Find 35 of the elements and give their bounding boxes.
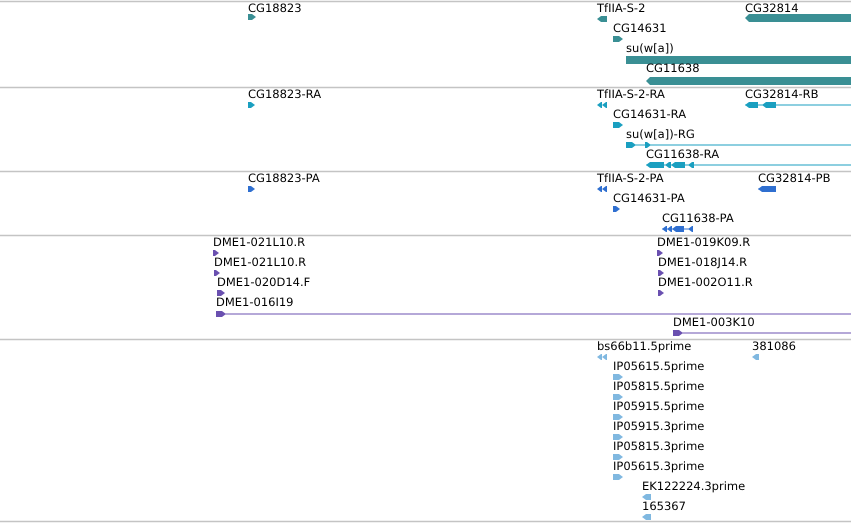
feature-label: IP05615.5prime	[613, 360, 704, 373]
feature-label: CG32814-RB	[745, 88, 819, 101]
feature-label: 381086	[752, 340, 796, 353]
feature-label: DME1-002O11.R	[658, 276, 753, 289]
feature-label: IP05915.3prime	[613, 420, 704, 433]
feature-label: DME1-019K09.R	[657, 236, 750, 249]
feature-label: CG14631-RA	[613, 108, 686, 121]
feature-label: CG18823-RA	[248, 88, 322, 101]
feature-label: CG18823-PA	[248, 172, 320, 185]
feature-label: 165367	[642, 500, 686, 513]
feature-label: TfIIA-S-2-PA	[597, 172, 664, 185]
feature-label: DME1-021L10.R	[214, 256, 306, 269]
feature-label: CG11638-RA	[646, 148, 720, 161]
feature-label: DME1-016I19	[216, 296, 294, 309]
feature-label: EK122224.3prime	[642, 480, 746, 493]
feature-label: CG14631	[613, 22, 667, 35]
feature-label: IP05815.3prime	[613, 440, 704, 453]
feature-label: DME1-021L10.R	[213, 236, 306, 249]
feature-label: IP05815.5prime	[613, 380, 704, 393]
feature-label: su(w[a])-RG	[626, 128, 695, 141]
feature-label: DME1-003K10	[673, 316, 755, 329]
feature-label: TfIIA-S-2-RA	[597, 88, 665, 101]
feature-label: CG11638	[646, 62, 700, 75]
feature-label: DME1-018J14.R	[658, 256, 748, 269]
feature-label: CG32814-PB	[758, 172, 830, 185]
feature-label: CG18823	[248, 2, 302, 15]
feature-label: IP05615.3prime	[613, 460, 704, 473]
feature-label: su(w[a])	[626, 42, 674, 55]
feature-label: TfIIA-S-2	[597, 2, 646, 15]
feature-label: CG14631-PA	[613, 192, 685, 205]
feature-label: CG11638-PA	[662, 212, 734, 225]
feature-label: bs66b11.5prime	[597, 340, 692, 353]
feature-label: CG32814	[745, 2, 799, 15]
feature-label: DME1-020D14.F	[217, 276, 310, 289]
feature-label: IP05915.5prime	[613, 400, 704, 413]
